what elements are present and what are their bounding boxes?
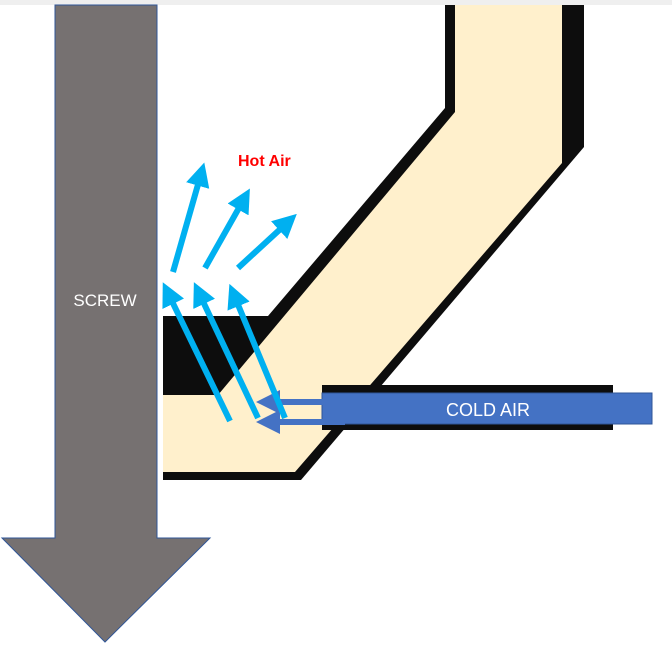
hot-air-arrow [235,213,297,271]
cold-air-bar [321,392,653,425]
cold-air-label: COLD AIR [446,400,530,420]
tube [163,5,584,480]
hot-air-arrow [162,282,233,423]
top-edge [0,0,672,5]
screw-label: SCREW [73,291,136,310]
hot-air-arrow [227,283,288,420]
tube-interior [163,5,562,472]
hot-air-arrow [170,162,210,273]
hot-air-arrow [202,188,250,270]
hot-air-label: Hot Air [238,153,291,170]
screw-arrow [0,4,212,643]
hot-air-arrow [193,282,261,420]
